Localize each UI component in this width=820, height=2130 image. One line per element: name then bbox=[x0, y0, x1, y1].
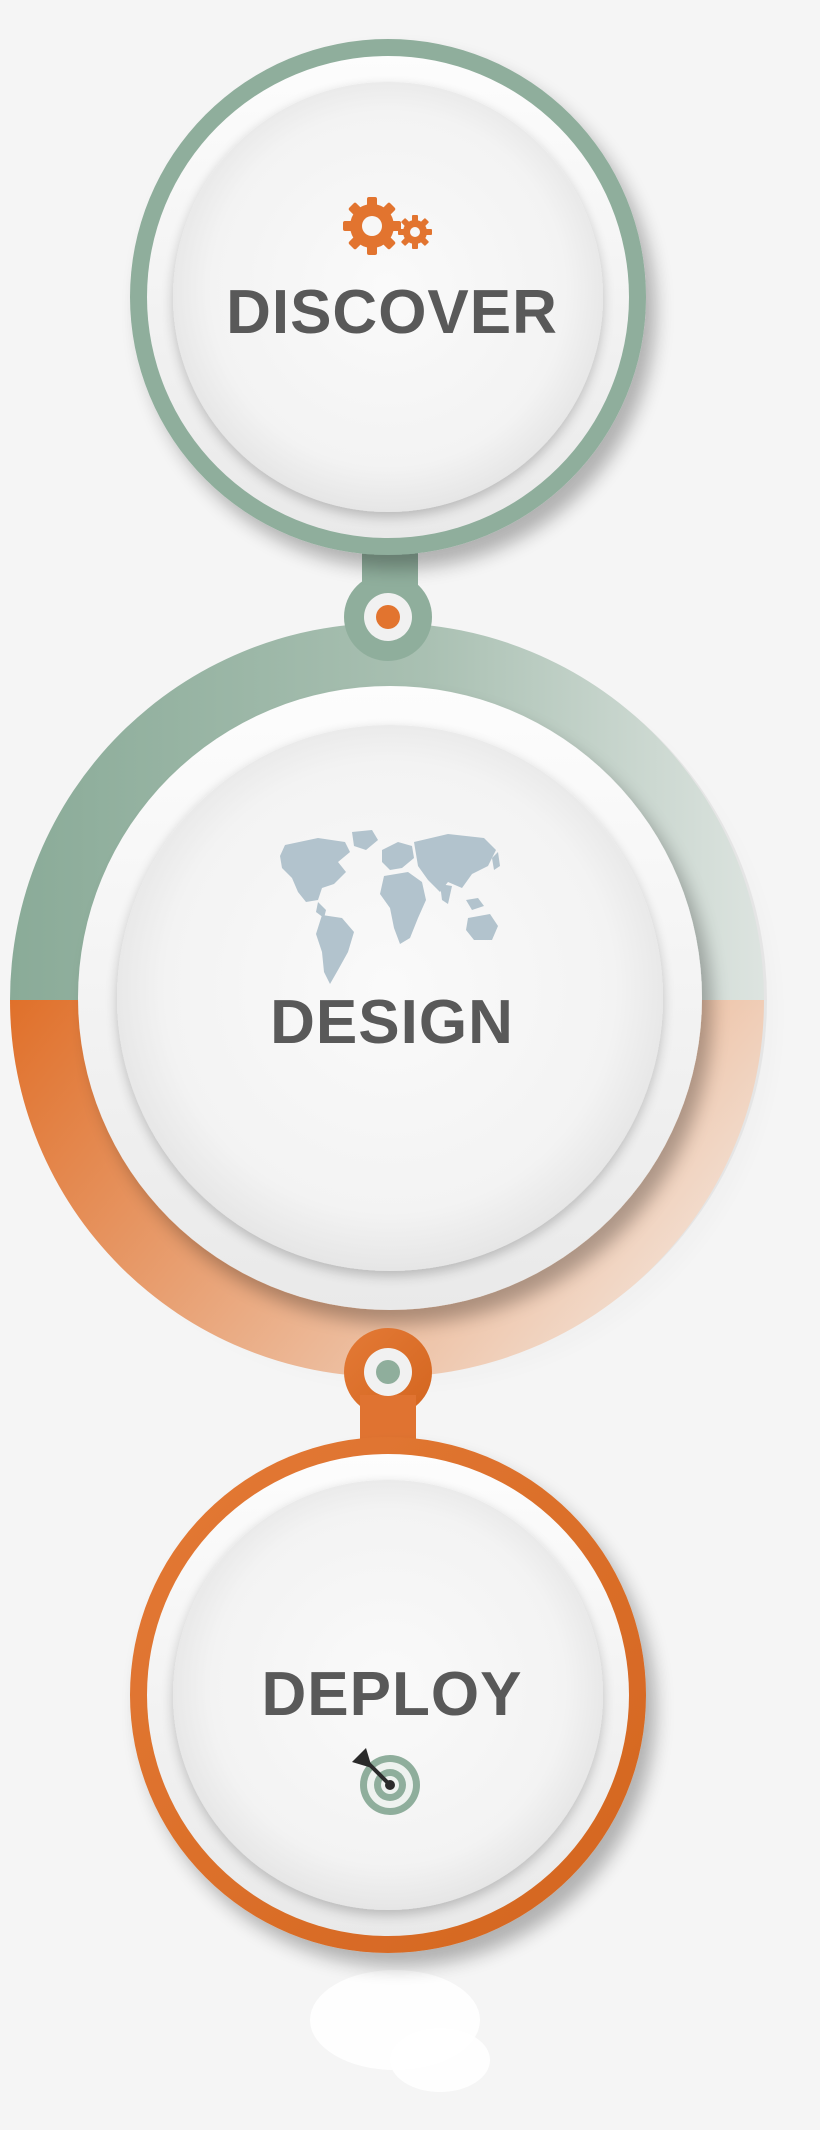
deploy-splash-2 bbox=[390, 2028, 490, 2092]
deploy-connector bbox=[360, 1395, 416, 1450]
discover-label: DISCOVER bbox=[226, 278, 558, 347]
world-map-icon bbox=[280, 830, 500, 984]
deploy-stage: DEPLOY bbox=[130, 1328, 646, 2092]
gears-icon bbox=[343, 197, 432, 255]
discover-inner-face bbox=[173, 82, 603, 512]
deploy-node-dot bbox=[376, 1360, 400, 1384]
design-inner-face bbox=[117, 725, 663, 1271]
design-label: DESIGN bbox=[270, 988, 514, 1057]
deploy-label: DEPLOY bbox=[262, 1660, 523, 1729]
deploy-inner-face bbox=[173, 1480, 603, 1910]
design-stage: DESIGN bbox=[10, 623, 767, 1377]
target-dart-icon bbox=[352, 1748, 420, 1815]
discover-stage: DISCOVER bbox=[130, 39, 646, 661]
discover-node-dot bbox=[376, 605, 400, 629]
